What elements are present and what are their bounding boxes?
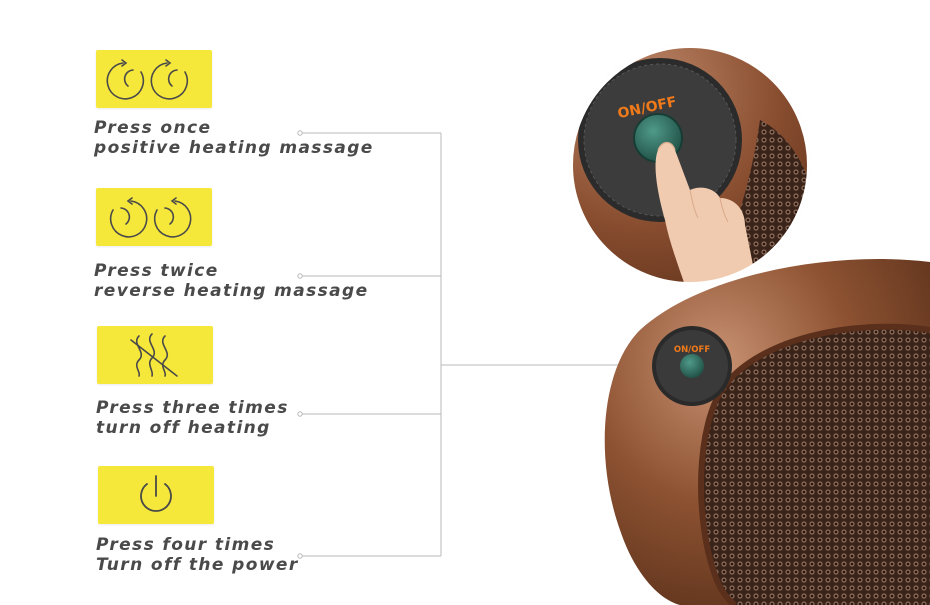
mode-1-caption: Press once positive heating massage [94,118,374,158]
mode-4-line-2: Turn off the power [96,555,299,575]
mode-4-line-1: Press four times [96,535,276,555]
heat-waves-icon [130,333,178,377]
mode-1-line-1: Press once [94,118,212,138]
pillow-power-button: ON/OFF [652,326,732,406]
mode-3-icon-panel [97,326,213,384]
mode-1-line-2: positive heating massage [94,138,374,158]
mode-1-icon-panel [96,50,212,108]
mode-2-line-1: Press twice [94,261,219,281]
mode-3-line-1: Press three times [96,398,289,418]
zoom-inset: ON/OFF [569,44,811,286]
pillow-button-label: ON/OFF [674,345,710,355]
mode-3-line-2: turn off heating [96,418,271,438]
mode-3-caption: Press three times turn off heating [96,398,289,438]
clockwise-rotation-icon [106,59,189,100]
mode-2-caption: Press twice reverse heating massage [94,261,369,301]
mode-2-icon-panel [96,188,212,246]
pillow-body [604,259,930,605]
pressing-hand-icon [655,141,760,283]
power-icon [140,475,172,512]
mode-4-caption: Press four times Turn off the power [96,535,299,575]
mode-2-line-2: reverse heating massage [94,281,369,301]
mode-4-icon-panel [98,466,214,524]
counter-clockwise-rotation-icon [109,197,192,238]
